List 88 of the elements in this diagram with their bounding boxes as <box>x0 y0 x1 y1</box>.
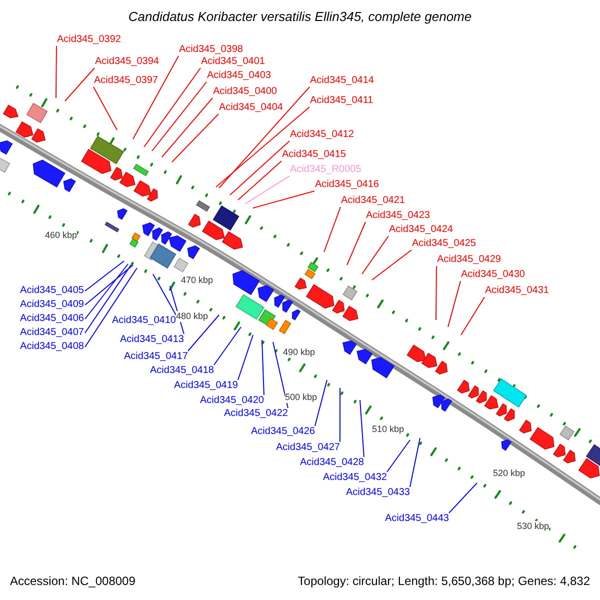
leader-line <box>262 340 264 396</box>
gene-label: Acid345_0429 <box>437 254 501 266</box>
gene-label: Acid345_0403 <box>207 70 271 82</box>
gene-label: Acid345_0421 <box>341 195 405 207</box>
gene-label: Acid345_0414 <box>310 75 374 87</box>
leader-line <box>252 190 315 208</box>
leader-line <box>314 380 328 426</box>
genome-stats-text: Topology: circular; Length: 5,650,368 bp; Genes: 4,832 <box>298 574 590 588</box>
gene-label: Acid345_0430 <box>461 269 525 281</box>
leader-line <box>84 264 134 306</box>
map-title: Candidatus Koribacter versatilis Ellin345, complete genome <box>127 9 473 25</box>
leader-line <box>460 296 485 336</box>
leader-line <box>152 82 207 152</box>
gene-label: Acid345_0405 <box>20 285 84 297</box>
gene-label: Acid345_0432 <box>323 472 387 484</box>
gene-label: Acid345_R0005 <box>290 164 362 176</box>
gene-label: Acid345_0398 <box>179 44 243 56</box>
gene-label: Acid345_0401 <box>201 56 265 68</box>
scale-label: 530 kbp <box>517 520 550 532</box>
gene-label: Acid345_0425 <box>412 238 476 250</box>
gene-label: Acid345_0428 <box>300 457 364 469</box>
scale-label: 520 kbp <box>493 468 526 478</box>
leader-line <box>64 68 95 102</box>
gene-label: Acid345_0417 <box>124 351 188 363</box>
gene-label: Acid345_0406 <box>20 313 84 325</box>
scale-label: 510 kbp <box>372 424 404 434</box>
gene-label: Acid345_0426 <box>251 426 315 438</box>
leader-line <box>436 266 437 320</box>
leader-line <box>324 206 341 252</box>
gene-label: Acid345_0443 <box>385 513 449 525</box>
gene-label: Acid345_0409 <box>20 299 84 311</box>
leader-line <box>84 264 132 334</box>
gene-label: Acid345_0412 <box>290 129 354 141</box>
gene-label: Acid345_0407 <box>20 327 84 339</box>
scale-label: 500 kbp <box>285 392 318 402</box>
leader-line <box>213 326 242 366</box>
gene-label: Acid345_0411 <box>310 95 374 107</box>
gene-label: Acid345_0392 <box>57 34 121 46</box>
leader-line <box>237 334 254 380</box>
leader-line <box>218 86 310 188</box>
leader-line <box>448 280 461 328</box>
leader-line <box>339 388 340 442</box>
leader-line <box>360 400 364 458</box>
scale-label: 490 kbp <box>283 346 316 358</box>
leader-line <box>386 440 410 472</box>
scale-label: 480 kbp <box>176 310 208 322</box>
leader-line <box>162 98 213 158</box>
leader-line <box>84 264 128 320</box>
gene-label: Acid345_0433 <box>346 487 410 499</box>
leader-line <box>448 482 478 514</box>
gene-label: Acid345_0431 <box>485 285 549 297</box>
gene-label: Acid345_0413 <box>120 334 184 346</box>
gene-label: Acid345_0418 <box>150 365 214 377</box>
leader-line <box>238 160 282 200</box>
leader-line <box>216 106 310 188</box>
leader-line <box>187 314 220 352</box>
leader-line <box>152 274 176 316</box>
gene-label: Acid345_0424 <box>389 224 453 236</box>
leader-line <box>346 222 366 266</box>
accession-text: Accession: NC_008009 <box>10 574 136 588</box>
gene-label: Acid345_0394 <box>95 56 159 68</box>
leader-line <box>132 56 179 140</box>
gene-label: Acid345_0420 <box>200 395 264 407</box>
gene-label: Acid345_0419 <box>174 380 238 392</box>
leader-line <box>84 260 124 292</box>
gene-label: Acid345_0404 <box>219 102 283 114</box>
leader-line <box>172 114 219 162</box>
gene-label: Acid345_0397 <box>94 75 158 87</box>
leader-line <box>56 46 57 98</box>
gene-label: Acid345_0400 <box>213 86 277 98</box>
gene-label: Acid345_0416 <box>315 179 379 191</box>
scale-label: 460 kbp <box>45 230 78 240</box>
leader-line <box>93 86 118 130</box>
gene-label: Acid345_0410 <box>112 315 176 327</box>
gene-label: Acid345_0422 <box>224 408 288 420</box>
gene-label: Acid345_0415 <box>282 149 346 161</box>
leader-line <box>362 236 389 274</box>
leader-line <box>272 342 288 408</box>
leader-line <box>230 140 290 196</box>
leader-line <box>84 268 138 348</box>
scale-label: 470 kbp <box>181 274 214 286</box>
leader-line <box>144 68 201 148</box>
leader-line <box>372 250 412 280</box>
gene-label: Acid345_0423 <box>366 210 430 222</box>
gene-label: Acid345_0427 <box>276 442 340 454</box>
leader-line <box>244 176 290 204</box>
gene-label: Acid345_0408 <box>20 341 84 353</box>
leader-line <box>409 438 420 488</box>
